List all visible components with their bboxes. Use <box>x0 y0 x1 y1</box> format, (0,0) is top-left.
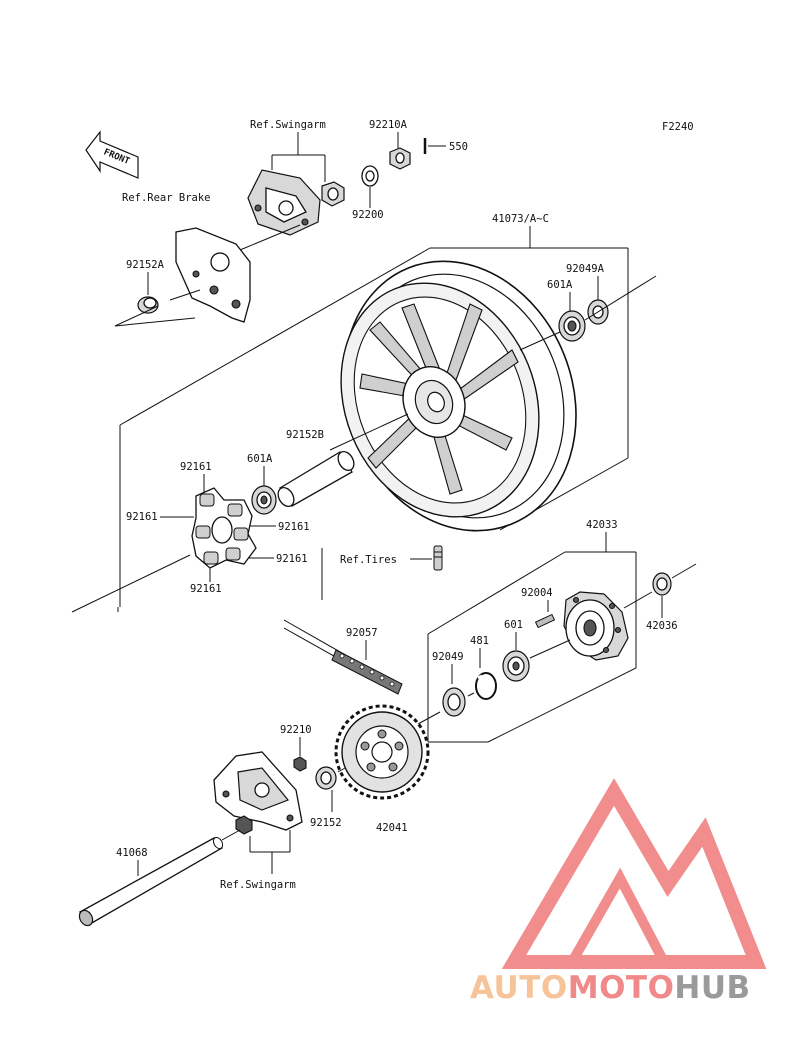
label-92049: 92049 <box>432 651 464 663</box>
label-92161-d: 92161 <box>276 553 308 565</box>
front-direction-icon: FRONT <box>85 130 139 179</box>
axis-line-axle <box>221 829 241 841</box>
label-92210A: 92210A <box>369 119 408 131</box>
label-92161-b: 92161 <box>126 511 158 523</box>
part-92210A-nut <box>389 147 411 170</box>
chain-adjuster-bracket <box>213 751 303 835</box>
part-92004-stud <box>534 613 556 629</box>
label-92152A: 92152A <box>126 259 165 271</box>
label-92049A: 92049A <box>566 263 605 275</box>
part-601-bearing <box>502 650 530 682</box>
tire-valve-icon <box>433 545 443 571</box>
label-42036: 42036 <box>646 620 678 632</box>
part-41068-axle <box>78 836 224 927</box>
label-601A-top: 601A <box>547 279 573 291</box>
part-92152A-collar <box>137 296 159 314</box>
part-601A-bearing-top <box>558 310 586 342</box>
part-92152-collar <box>315 766 337 790</box>
part-550-pin <box>423 138 446 154</box>
leader-ref-swingarm-top <box>271 132 326 182</box>
part-92200-washer <box>361 165 379 187</box>
figure-code: F2240 <box>662 121 694 133</box>
axis-line-wheel <box>329 413 409 451</box>
group-frame-41073 <box>119 226 629 607</box>
label-92057: 92057 <box>346 627 378 639</box>
part-42036-collar <box>652 572 672 596</box>
label-ref-swingarm-bottom: Ref.Swingarm <box>220 879 296 891</box>
label-601: 601 <box>504 619 523 631</box>
label-ref-tires: Ref.Tires <box>340 554 397 566</box>
label-550: 550 <box>449 141 468 153</box>
label-601A-mid: 601A <box>247 453 273 465</box>
label-41073: 41073/A~C <box>492 213 549 225</box>
part-92152B-collar <box>277 451 355 507</box>
part-92057-chain <box>283 619 403 695</box>
rear-wheel <box>340 260 577 532</box>
axis-line-92152A <box>114 289 201 327</box>
label-42041: 42041 <box>376 822 408 834</box>
part-92049-seal <box>442 687 466 717</box>
caliper-bracket-top <box>247 169 321 236</box>
part-481-circlip <box>475 672 497 700</box>
label-92152: 92152 <box>310 817 342 829</box>
label-92161-e: 92161 <box>190 583 222 595</box>
label-41068: 41068 <box>116 847 148 859</box>
label-92200: 92200 <box>352 209 384 221</box>
label-ref-swingarm-top: Ref.Swingarm <box>250 119 326 131</box>
part-601A-bearing-mid <box>251 485 277 515</box>
leader-ref-swingarm-bottom <box>249 830 291 874</box>
swingarm-nut-top <box>321 181 345 207</box>
label-92210: 92210 <box>280 724 312 736</box>
axis-line-dampers <box>71 554 191 613</box>
part-42033-hub <box>563 591 629 661</box>
watermark-part-moto: MOTO <box>568 970 675 1006</box>
label-92161-a: 92161 <box>180 461 212 473</box>
axis-line-sprocket <box>337 767 346 773</box>
label-42033: 42033 <box>586 519 618 531</box>
axis-line-bearings-top <box>519 275 657 351</box>
caliper-bracket-left <box>175 227 251 323</box>
label-92152B: 92152B <box>286 429 324 441</box>
axis-line-hub-parts <box>417 639 571 725</box>
label-ref-rear-brake: Ref.Rear Brake <box>122 192 211 204</box>
label-92161-c: 92161 <box>278 521 310 533</box>
part-92210-nut <box>293 756 307 772</box>
watermark-logo-icon <box>501 778 767 969</box>
axis-line-bracket <box>239 224 301 251</box>
watermark-text: AUTOMOTOHUB <box>470 970 751 1006</box>
part-92161-damper-set <box>191 487 257 569</box>
label-481: 481 <box>470 635 489 647</box>
part-42041-sprocket <box>334 704 430 800</box>
label-92004: 92004 <box>521 587 553 599</box>
group-frame-42033 <box>427 532 637 743</box>
axis-line-hub <box>623 563 697 609</box>
watermark-part-hub: HUB <box>674 970 750 1006</box>
watermark-part-auto: AUTO <box>470 970 568 1006</box>
